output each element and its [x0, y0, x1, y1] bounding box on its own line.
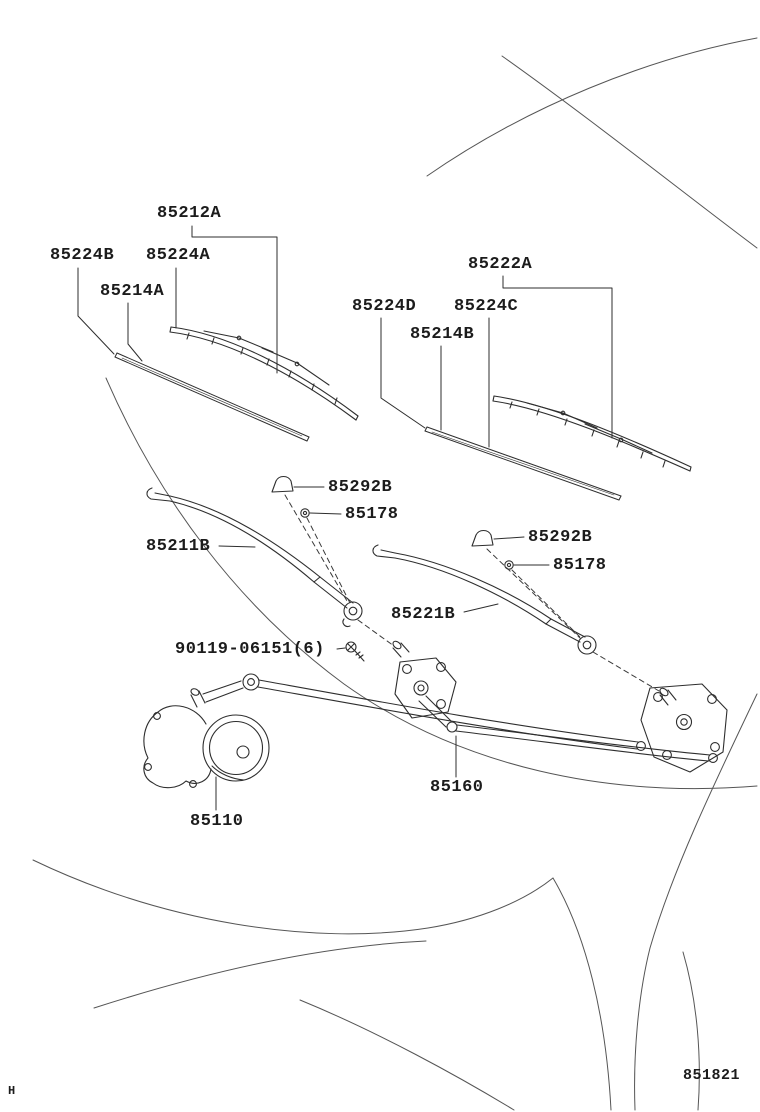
- callout-wiper-link[interactable]: 85160: [430, 778, 484, 797]
- callout-wiper-motor[interactable]: 85110: [190, 812, 244, 831]
- wiper-arm-left-drawing: [146, 487, 363, 627]
- vehicle-body-lines: [32, 37, 758, 1111]
- arm-screw-right-drawing: [504, 560, 514, 570]
- leader-lines: [77, 225, 613, 811]
- callout-blade-clip-right-c[interactable]: 85224C: [454, 297, 519, 316]
- mount-bolt-drawing: [345, 641, 365, 662]
- callout-pivot-cap-right[interactable]: 85292B: [528, 528, 593, 547]
- pivot-cap-right-drawing: [471, 529, 494, 547]
- callout-mount-bolt[interactable]: 90119-06151(6): [175, 640, 325, 659]
- callout-blade-clip-right-d[interactable]: 85224D: [352, 297, 417, 316]
- arm-screw-left-drawing: [300, 508, 310, 518]
- assembly-dashed-lines: [284, 494, 660, 692]
- callout-blade-clip-left-b[interactable]: 85224B: [50, 246, 115, 265]
- callout-blade-clip-left-a[interactable]: 85224A: [146, 246, 211, 265]
- sheet-letter: H: [8, 1084, 16, 1098]
- figure-number: 851821: [683, 1067, 741, 1084]
- pivot-cap-left-drawing: [271, 475, 294, 493]
- callout-blade-insert-right[interactable]: 85214B: [410, 325, 475, 344]
- wiper-blade-right: [492, 395, 692, 472]
- callout-blade-assy-right[interactable]: 85222A: [468, 255, 533, 274]
- wiper-blade-left: [169, 326, 359, 421]
- callout-wiper-arm-right[interactable]: 85221B: [391, 605, 456, 624]
- callout-blade-insert-left[interactable]: 85214A: [100, 282, 165, 301]
- wiper-link-drawing: [202, 640, 728, 773]
- callout-arm-screw-left[interactable]: 85178: [345, 505, 399, 524]
- callout-arm-screw-right[interactable]: 85178: [553, 556, 607, 575]
- callout-wiper-arm-left[interactable]: 85211B: [146, 537, 211, 556]
- wiper-rubber-left: [114, 352, 310, 442]
- callout-blade-assy-left[interactable]: 85212A: [157, 204, 222, 223]
- wiper-arm-right-drawing: [372, 544, 597, 655]
- callout-pivot-cap-left[interactable]: 85292B: [328, 478, 393, 497]
- wiper-motor-drawing: [143, 688, 270, 789]
- wiper-rubber-right: [424, 426, 622, 501]
